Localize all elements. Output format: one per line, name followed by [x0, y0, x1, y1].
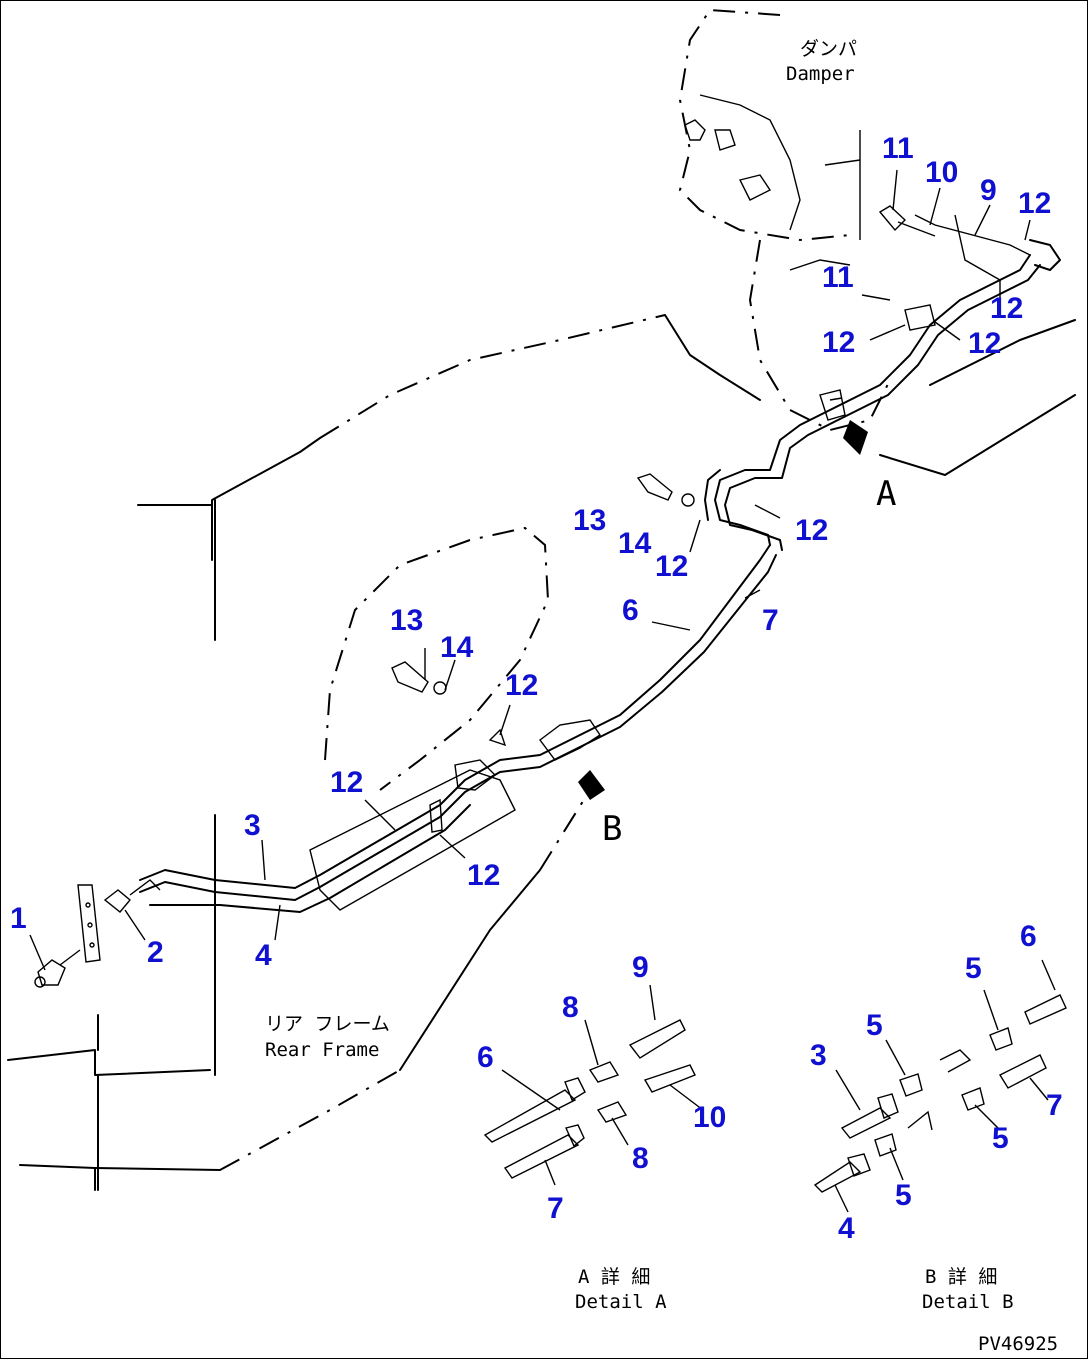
- callout-part-number: 12: [655, 550, 688, 583]
- callout-part-number: 8: [632, 1142, 649, 1175]
- callout-part-number: 14: [440, 631, 474, 664]
- callout-part-number: 6: [1020, 920, 1037, 953]
- callout-part-number: 10: [925, 156, 958, 189]
- callout-part-number: 8: [562, 991, 579, 1024]
- rear-frame-label-jp: リア フレーム: [265, 1013, 390, 1035]
- detail-a-parts: [483, 1019, 696, 1179]
- callout-part-number: 14: [618, 527, 652, 560]
- callout-part-number: 12: [1018, 187, 1051, 220]
- damper-outline: [678, 8, 891, 432]
- callout-part-number: 1: [10, 902, 27, 935]
- callout-part-number: 4: [838, 1212, 855, 1245]
- callout-part-number: 12: [968, 327, 1001, 360]
- callout-part-number: 12: [990, 292, 1023, 325]
- callout-part-number: 5: [866, 1009, 883, 1042]
- callout-part-number: 13: [573, 504, 606, 537]
- callout-part-number: 12: [330, 766, 363, 799]
- leader-lines: [29, 169, 1056, 1213]
- callout-part-number: 13: [390, 604, 423, 637]
- detail-b-label-jp: B 詳 細: [925, 1266, 997, 1288]
- callout-part-number: 3: [810, 1039, 827, 1072]
- callout-part-number: 11: [882, 132, 914, 165]
- detail-b-parts: [813, 994, 1067, 1193]
- callout-part-number: 3: [244, 809, 261, 842]
- callout-part-number: 10: [693, 1101, 726, 1134]
- callout-part-number: 9: [980, 174, 997, 207]
- detail-a-label-en: Detail A: [575, 1291, 667, 1313]
- callout-part-number: 12: [505, 669, 538, 702]
- detail-b-label-en: Detail B: [922, 1291, 1014, 1313]
- callout-part-number: 7: [762, 604, 779, 637]
- hose-guard-outline: [309, 526, 550, 911]
- damper-label-jp: ダンパ: [800, 38, 857, 60]
- rear-frame-label-en: Rear Frame: [265, 1039, 379, 1061]
- rear-frame-outline: [7, 314, 1076, 1191]
- callout-part-number: 5: [965, 952, 982, 985]
- bolt-washer-set: [391, 205, 936, 695]
- detail-a-label-jp: A 詳 細: [578, 1266, 650, 1288]
- callout-part-number: 2: [147, 936, 164, 969]
- callout-part-number: 6: [477, 1041, 494, 1074]
- callout-part-number: 12: [822, 326, 855, 359]
- callout-part-number: 12: [795, 514, 828, 547]
- drawing-code: PV46925: [978, 1333, 1058, 1355]
- text-labels: ダンパ Damper A B リア フレーム Rear Frame A 詳 細 …: [265, 38, 1058, 1355]
- hydraulic-tubes: [139, 214, 1061, 913]
- callout-part-number: 9: [632, 951, 649, 984]
- part-callouts: 11 10 9 12 11 12 12 12 13 14 12 12 6 7 1…: [10, 132, 1063, 1245]
- view-arrows: [578, 420, 868, 800]
- damper-label-en: Damper: [786, 63, 855, 85]
- callout-part-number: 5: [992, 1122, 1009, 1155]
- callout-part-number: 11: [822, 261, 854, 294]
- callout-part-number: 12: [467, 859, 500, 892]
- callout-part-number: 6: [622, 594, 639, 627]
- callout-part-number: 7: [1046, 1089, 1063, 1122]
- left-fittings: [34, 879, 161, 988]
- callout-part-number: 7: [547, 1192, 564, 1225]
- callout-part-number: 5: [895, 1179, 912, 1212]
- view-a-label: A: [876, 474, 896, 514]
- callout-part-number: 4: [255, 939, 272, 972]
- view-b-label: B: [602, 809, 622, 849]
